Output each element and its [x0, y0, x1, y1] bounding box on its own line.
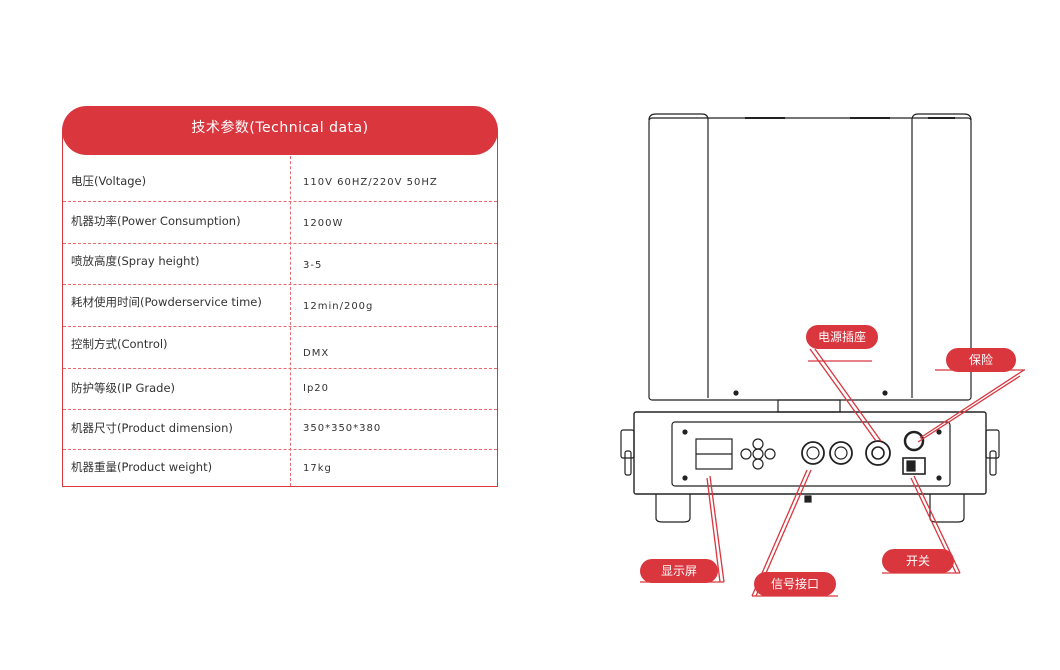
- spec-label: 喷放高度(Spray height): [71, 254, 200, 268]
- device-illustration: [620, 113, 1025, 597]
- spec-value: 3-5: [303, 260, 323, 271]
- spec-value: 110V 60HZ/220V 50HZ: [303, 177, 438, 188]
- spec-row-control: 控制方式(Control) DMX: [63, 327, 497, 369]
- column-divider: [290, 131, 291, 486]
- spec-value: 350*350*380: [303, 423, 382, 434]
- spec-label: 耗材使用时间(Powderservice time): [71, 295, 262, 309]
- spec-label: 机器重量(Product weight): [71, 460, 213, 474]
- device-diagram: 电源插座 保险 显示屏 信号接口 开关: [610, 108, 1030, 608]
- callout-power-socket: 电源插座: [806, 325, 878, 349]
- spec-label: 防护等级(IP Grade): [71, 381, 176, 395]
- spec-row-service-time: 耗材使用时间(Powderservice time) 12min/200g: [63, 285, 497, 327]
- spec-label: 机器功率(Power Consumption): [71, 214, 241, 228]
- spec-value: 1200W: [303, 218, 344, 229]
- spec-value: 17kg: [303, 463, 332, 474]
- spec-table-title: 技术参数(Technical data): [62, 106, 498, 155]
- callout-display: 显示屏: [640, 559, 718, 583]
- callout-switch: 开关: [882, 549, 954, 573]
- spec-label: 电压(Voltage): [71, 174, 147, 188]
- spec-row-weight: 机器重量(Product weight) 17kg: [63, 450, 497, 486]
- spec-label: 控制方式(Control): [71, 337, 168, 351]
- spec-value: Ip20: [303, 383, 330, 394]
- spec-row-voltage: 电压(Voltage) 110V 60HZ/220V 50HZ: [63, 159, 497, 202]
- spec-value: DMX: [303, 348, 330, 359]
- spec-row-ip-grade: 防护等级(IP Grade) Ip20: [63, 369, 497, 410]
- spec-label: 机器尺寸(Product dimension): [71, 421, 233, 435]
- spec-card: 电压(Voltage) 110V 60HZ/220V 50HZ 机器功率(Pow…: [62, 106, 498, 488]
- spec-row-dimension: 机器尺寸(Product dimension) 350*350*380: [63, 410, 497, 450]
- spec-value: 12min/200g: [303, 301, 374, 312]
- spec-row-power: 机器功率(Power Consumption) 1200W: [63, 202, 497, 244]
- spec-row-spray-height: 喷放高度(Spray height) 3-5: [63, 244, 497, 285]
- spec-table: 电压(Voltage) 110V 60HZ/220V 50HZ 机器功率(Pow…: [62, 131, 498, 487]
- callout-signal-port: 信号接口: [754, 572, 836, 596]
- callout-fuse: 保险: [946, 348, 1016, 372]
